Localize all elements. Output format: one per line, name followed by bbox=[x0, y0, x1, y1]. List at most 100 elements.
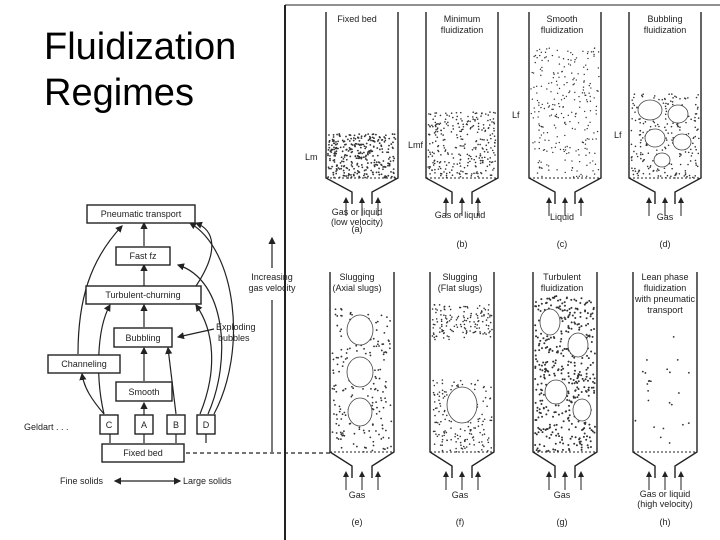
vessel-a-particle bbox=[333, 154, 336, 157]
vessel-d-particle bbox=[632, 102, 634, 105]
vessel-g-particle bbox=[592, 361, 595, 364]
vessel-a-particle bbox=[356, 162, 359, 165]
vessel-c-particle bbox=[588, 92, 590, 94]
vessel-g-particle bbox=[538, 411, 541, 414]
vessel-d-particle bbox=[689, 160, 692, 162]
vessel-f-particle bbox=[481, 423, 484, 426]
vessel-a-particle bbox=[360, 156, 363, 159]
vessel-b-particle bbox=[493, 127, 495, 130]
vessel-a-particle bbox=[359, 146, 362, 149]
vessel-a-particle bbox=[370, 169, 373, 172]
vessel-f-particle bbox=[487, 312, 490, 315]
vessel-d-particle bbox=[661, 98, 664, 101]
vessel-f-particle bbox=[457, 384, 459, 386]
label-bubbling: Bubbling bbox=[125, 333, 160, 343]
vessel-e-particle bbox=[331, 352, 334, 355]
vessel-a-particle bbox=[372, 155, 374, 157]
vessel-c-particle bbox=[534, 61, 536, 64]
vessel-a-particle bbox=[350, 174, 352, 176]
vessel-g-particle bbox=[569, 311, 572, 314]
vessel-b-particle bbox=[427, 155, 430, 158]
vessel-a-particle bbox=[372, 133, 375, 136]
vessel-e-particle bbox=[351, 385, 353, 388]
vessel-g-particle bbox=[564, 318, 567, 321]
vessel-a-particle bbox=[371, 171, 374, 174]
vessel-g-particle bbox=[537, 319, 540, 322]
vessel-c-particle bbox=[534, 141, 536, 143]
vessel-e-particle bbox=[335, 422, 338, 425]
vessel-c-particle bbox=[551, 147, 553, 149]
vessel-e-particle bbox=[381, 424, 384, 427]
vessel-c-particle bbox=[557, 72, 559, 74]
vessel-e-particle bbox=[363, 347, 365, 350]
vessel-a-particle bbox=[356, 154, 359, 157]
vessel-g-particle bbox=[543, 373, 546, 376]
vessel-g-particle bbox=[540, 429, 543, 432]
vessel-g-particle bbox=[553, 364, 556, 367]
vessel-c-particle bbox=[538, 166, 541, 168]
vessel-d-bubble bbox=[667, 104, 689, 124]
vessel-b-particle bbox=[484, 129, 487, 132]
vessel-c-particle bbox=[586, 68, 589, 71]
column-a-gas-1: Gas or liquid bbox=[332, 207, 383, 217]
vessel-g-particle bbox=[580, 325, 583, 328]
vessel-d-particle bbox=[687, 163, 689, 166]
vessel-d-particle bbox=[692, 142, 694, 145]
vessel-a-particle bbox=[362, 143, 365, 146]
vessel-d-particle bbox=[670, 125, 673, 128]
vessel-c-particle bbox=[570, 59, 572, 61]
vessel-g-particle bbox=[576, 386, 579, 389]
vessel-c-particle bbox=[539, 137, 541, 139]
vessel-f-particle bbox=[489, 335, 492, 338]
vessel-g-particle bbox=[565, 330, 568, 333]
vessel-b-particle bbox=[432, 161, 434, 164]
vessel-d-particle bbox=[679, 126, 681, 129]
label-geldart: Geldart . . . bbox=[24, 422, 69, 432]
vessel-f-particle bbox=[465, 319, 468, 322]
vessel-b-particle bbox=[439, 167, 442, 170]
vessel-g-particle bbox=[574, 316, 577, 319]
vessel-f-particle bbox=[432, 327, 435, 329]
vessel-c-particle bbox=[575, 150, 577, 152]
column-c-label: (c) bbox=[557, 239, 568, 249]
vessel-c-particle bbox=[558, 141, 560, 144]
vessel-d-particle bbox=[695, 113, 698, 115]
vessel-f-particle bbox=[477, 320, 479, 323]
vessel-f-particle bbox=[474, 325, 476, 328]
vessel-f-particle bbox=[454, 435, 456, 438]
vessel-c-particle bbox=[582, 89, 585, 91]
vessel-b-particle bbox=[479, 159, 482, 162]
vessel-g-particle bbox=[580, 374, 583, 377]
vessel-d-bubble bbox=[637, 99, 663, 121]
vessel-b-particle bbox=[455, 111, 458, 114]
vessel-c-particle bbox=[593, 47, 596, 49]
vessel-b-particle bbox=[439, 122, 442, 125]
vessel-g-particle bbox=[546, 335, 549, 338]
vessel-e-particle bbox=[376, 406, 378, 409]
vessel-b-particle bbox=[466, 133, 469, 136]
vessel-c-particle bbox=[574, 128, 576, 130]
vessel-g-particle bbox=[566, 364, 569, 367]
vessel-d-particle bbox=[687, 132, 690, 135]
vessel-a-particle bbox=[360, 164, 363, 166]
vessel-g-particle bbox=[563, 301, 566, 304]
vessel-d-particle bbox=[631, 167, 633, 169]
vessel-d-particle bbox=[674, 95, 676, 98]
vessel-g-particle bbox=[554, 359, 557, 362]
vessel-c-particle bbox=[582, 86, 585, 88]
vessel-e-particle bbox=[362, 388, 364, 390]
vessel-b-particle bbox=[439, 172, 442, 175]
vessel-g-particle bbox=[590, 328, 593, 331]
vessel-a-particle bbox=[360, 137, 363, 139]
vessel-f-particle bbox=[459, 435, 461, 438]
vessel-d-particle bbox=[630, 129, 633, 132]
vessel-b-particle bbox=[433, 160, 435, 162]
vessel-e-particle bbox=[384, 448, 386, 451]
vessel-f-particle bbox=[482, 400, 485, 402]
vessel-c-particle bbox=[598, 75, 600, 78]
vessel-b-particle bbox=[493, 167, 495, 170]
vessel-f-particle bbox=[435, 335, 438, 338]
vessel-b-particle bbox=[445, 176, 448, 179]
vessel-g-particle bbox=[592, 308, 595, 311]
vessel-a-particle bbox=[364, 134, 367, 136]
